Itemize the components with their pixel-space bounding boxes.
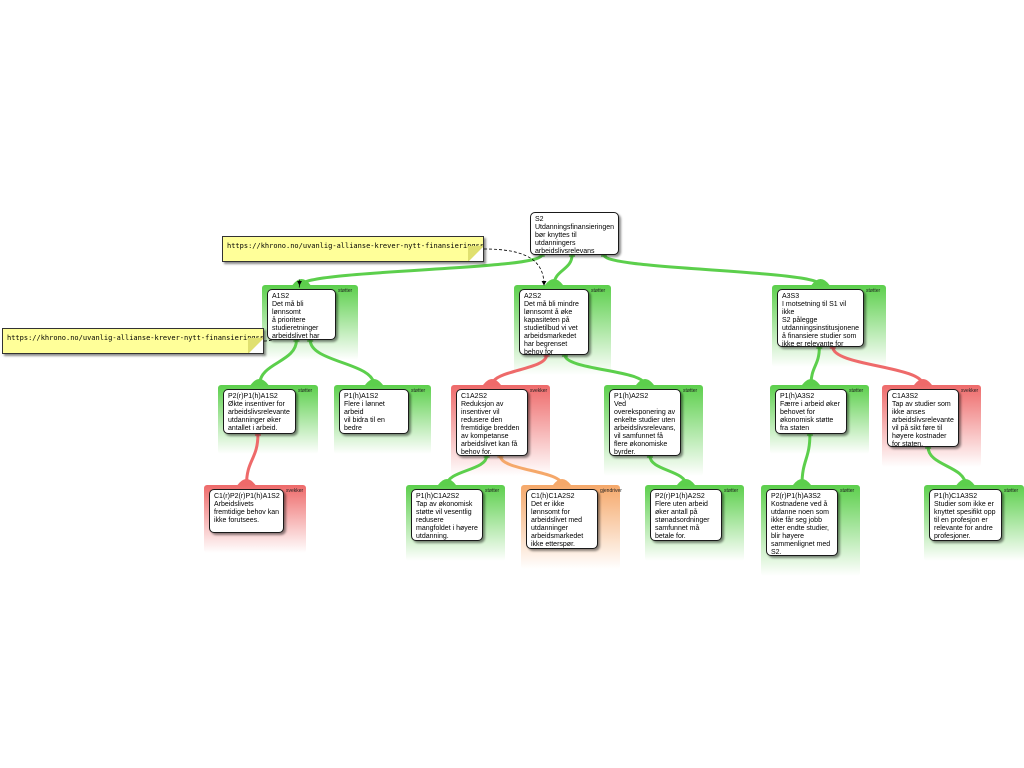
- relation-tag: støtter: [849, 388, 864, 394]
- connector-flare-C1C1A2S2: [553, 479, 571, 485]
- relation-tag: gjendriver: [600, 488, 622, 494]
- relation-tag: støtter: [338, 288, 353, 294]
- claim-id: P1(h)C1A2S2: [416, 493, 460, 500]
- claim-id: C1A3S2: [892, 393, 919, 400]
- connector-flare-A2S2: [545, 279, 563, 285]
- claim-text: Studier som ikke er knyttet spesifikt op…: [934, 501, 996, 540]
- connector-flare-P1A2S2: [636, 379, 654, 385]
- relation-tag: svekker: [286, 488, 304, 494]
- claim-id: P1(h)C1A3S2: [934, 493, 978, 500]
- claim-text: Kostnadene ved å utdanne noen som ikke f…: [771, 501, 831, 556]
- claim-id: C1(r)P2(r)P1(h)A1S2: [214, 493, 280, 500]
- claim-text: Utdanningsfinansieringen bør knyttes til…: [535, 224, 614, 255]
- claim-id: S2: [535, 216, 544, 223]
- claim-text: Tap av studier som ikke anses arbeidsliv…: [892, 401, 954, 447]
- claim-id: P2(r)P1(h)A3S2: [771, 493, 821, 500]
- connector-flare-P2P1A3S2: [793, 479, 811, 485]
- connector-P1A1S2: [308, 338, 376, 387]
- connector-flare-P2A1S2: [250, 379, 269, 385]
- claim-text: Det må bli mindre lønnsomt å øke kapasit…: [524, 301, 579, 355]
- relation-tag: støtter: [724, 488, 739, 494]
- claim-text: I motsetning til S1 vil ikke S2 pålegge …: [782, 301, 860, 347]
- relation-tag: støtter: [298, 388, 313, 394]
- claim-id: C1A2S2: [461, 393, 488, 400]
- relation-tag: støtter: [485, 488, 500, 494]
- claim-id: P2(r)P1(h)A2S2: [655, 493, 705, 500]
- connector-flare-C1A2S2: [483, 379, 501, 385]
- relation-tag: støtter: [1004, 488, 1019, 494]
- claim-text: Arbeidslivets fremtidige behov kan ikke …: [214, 501, 279, 524]
- relation-tag: støtter: [840, 488, 855, 494]
- relation-tag: svekker: [961, 388, 979, 394]
- note-link-note1: [483, 248, 547, 286]
- claim-text: Ved overeksponering av enkelte studier u…: [614, 401, 676, 456]
- connector-flare-P1A1S2: [365, 379, 383, 385]
- connector-P2A1S2: [258, 338, 298, 387]
- note-note2[interactable]: https://khrono.no/uvanlig-allianse-kreve…: [2, 328, 264, 354]
- connector-flare-C1P2A1S2: [237, 479, 256, 485]
- relation-tag: støtter: [866, 288, 881, 294]
- note-note1[interactable]: https://khrono.no/uvanlig-allianse-kreve…: [222, 236, 484, 262]
- claim-id: P2(r)P1(h)A1S2: [228, 393, 278, 400]
- claim-text: Økte insentiver for arbeidslivsrelevante…: [228, 401, 290, 432]
- claim-text: Tap av økonomisk støtte vil vesentlig re…: [416, 501, 478, 540]
- claim-id: P1(h)A3S2: [780, 393, 815, 400]
- connector-C1A3S2: [831, 345, 925, 387]
- claim-id: A3S3: [782, 293, 800, 300]
- claim-text: Det må bli lønnsomt å prioritere studier…: [272, 301, 320, 340]
- relation-tag: støtter: [591, 288, 606, 294]
- claim-text: Det er ikke lønnsomt for arbeidslivet me…: [531, 501, 584, 548]
- connector-flare-P2P1A2S2: [677, 479, 695, 485]
- connector-flare-P1A3S2: [802, 379, 820, 385]
- argument-connectors: [237, 253, 975, 487]
- claim-text: Reduksjon av insentiver vil redusere den…: [461, 401, 520, 456]
- claim-text: Flere uten arbeid øker antall på stønads…: [655, 501, 710, 540]
- claim-id: C1(h)C1A2S2: [531, 493, 575, 500]
- claim-id: A2S2: [524, 293, 542, 300]
- connector-A3S3: [602, 253, 822, 287]
- relation-tag: svekker: [530, 388, 548, 394]
- relation-tag: støtter: [683, 388, 698, 394]
- connector-A1S2: [300, 253, 544, 287]
- connector-flare-P1C1A2S2: [438, 479, 456, 485]
- connector-flare-C1A3S2: [914, 379, 932, 385]
- relation-tag: støtter: [411, 388, 426, 394]
- claim-text: Flere i lønnet arbeid vil bidra til en b…: [344, 401, 385, 432]
- connector-flare-P1C1A3S2: [956, 479, 975, 485]
- claim-id: P1(h)A1S2: [344, 393, 379, 400]
- claim-id: P1(h)A2S2: [614, 393, 649, 400]
- connector-flare-A3S3: [811, 279, 830, 285]
- claim-text: Færre i arbeid øker behovet for økonomis…: [780, 401, 840, 432]
- claim-id: A1S2: [272, 293, 290, 300]
